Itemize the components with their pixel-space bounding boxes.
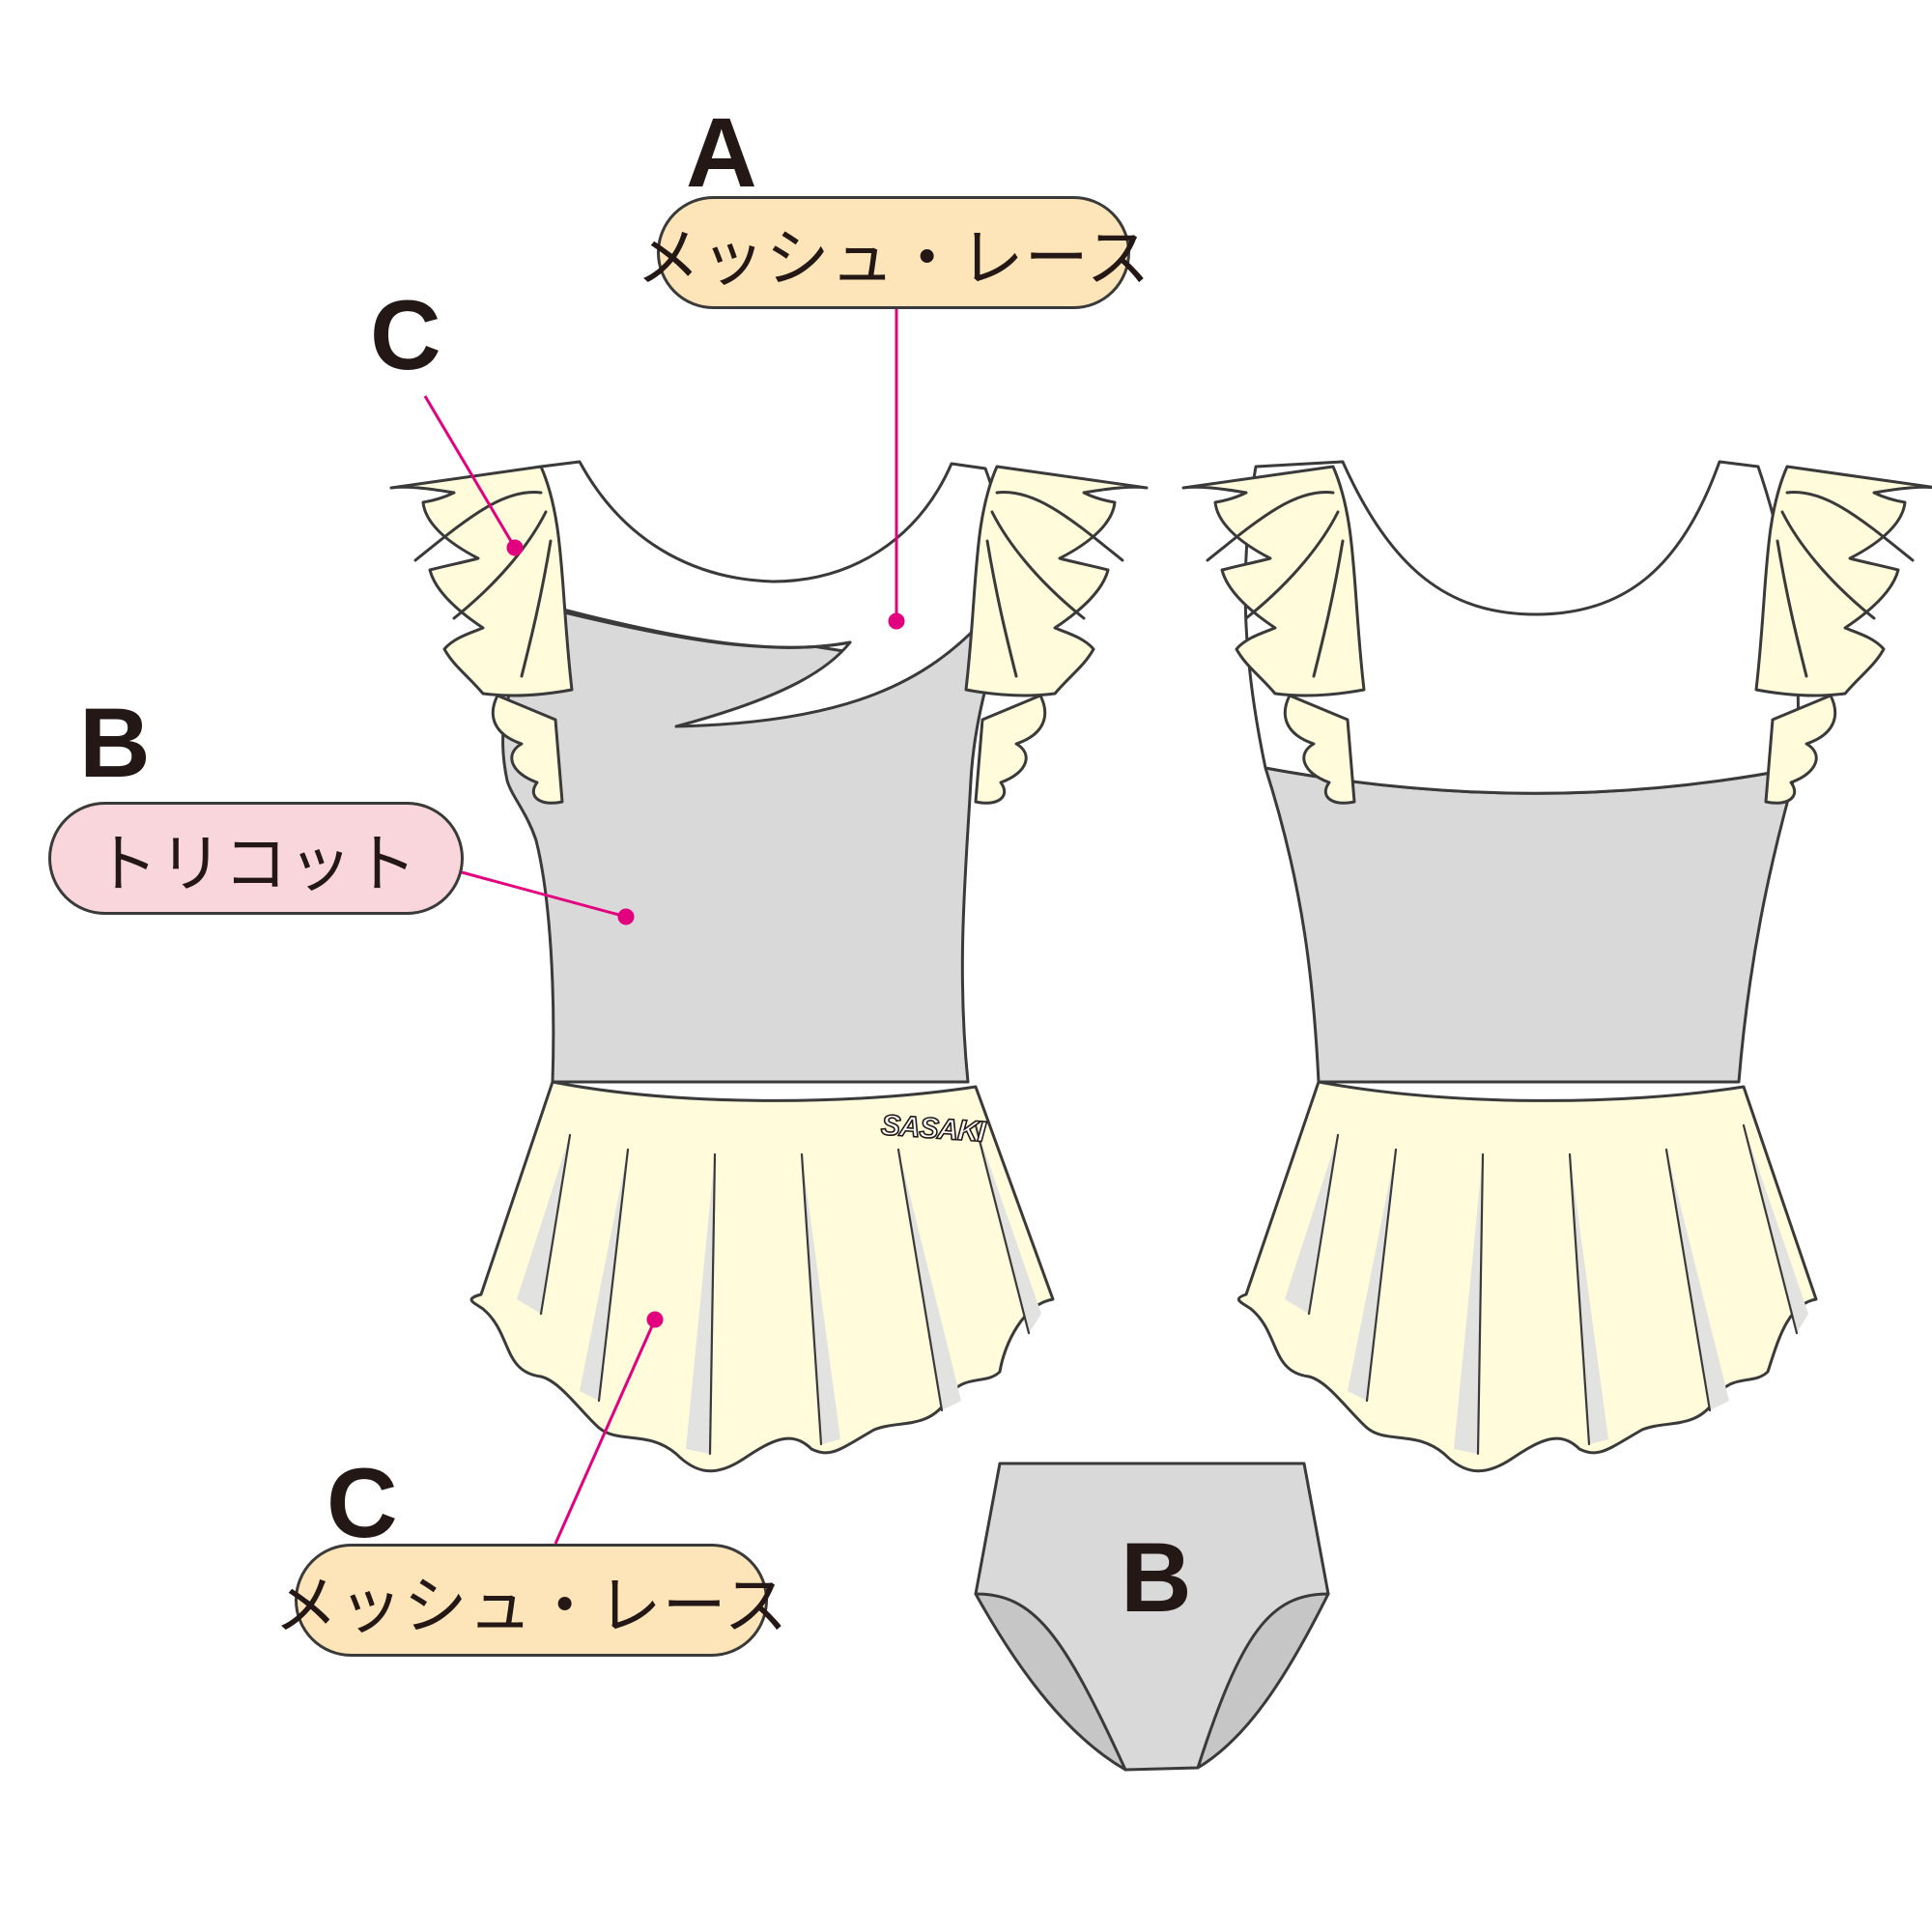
back-skirt-shading (1285, 1125, 1808, 1454)
leader-b (461, 870, 627, 919)
callout-letter-c-skirt: C (327, 1448, 398, 1558)
callout-letter-b: B (79, 688, 151, 798)
callout-letter-a: A (686, 98, 757, 208)
front-view (389, 460, 1149, 1473)
shorts-label-b: B (1121, 1522, 1192, 1633)
material-label-b: トリコット (48, 802, 464, 915)
front-skirt-lace (469, 1080, 1055, 1473)
shorts (974, 1462, 1330, 1772)
shorts-leg-left (974, 1592, 1127, 1772)
dot-c-sleeve (506, 539, 524, 556)
shorts-leg-right (1196, 1592, 1330, 1770)
back-sleeve-left (1181, 465, 1366, 805)
leader-c-sleeve (423, 395, 517, 549)
back-sleeve-right (1754, 465, 1932, 805)
dot-c-skirt (646, 1311, 664, 1328)
leader-c-skirt (554, 1319, 657, 1545)
back-bodice-tricot (1264, 766, 1799, 1084)
front-skirt-shading (517, 1125, 1041, 1454)
back-skirt-lace (1236, 1080, 1818, 1473)
callout-leaders (423, 309, 905, 1545)
dot-b (617, 908, 635, 925)
dot-a (888, 612, 905, 630)
front-sleeve-right (964, 465, 1149, 805)
material-label-a: メッシュ・レース (637, 196, 1150, 309)
back-view (1181, 460, 1932, 1473)
front-sleeve-left (389, 465, 574, 805)
material-label-c: メッシュ・レース (274, 1544, 787, 1657)
callout-letter-c-sleeve: C (370, 280, 441, 390)
